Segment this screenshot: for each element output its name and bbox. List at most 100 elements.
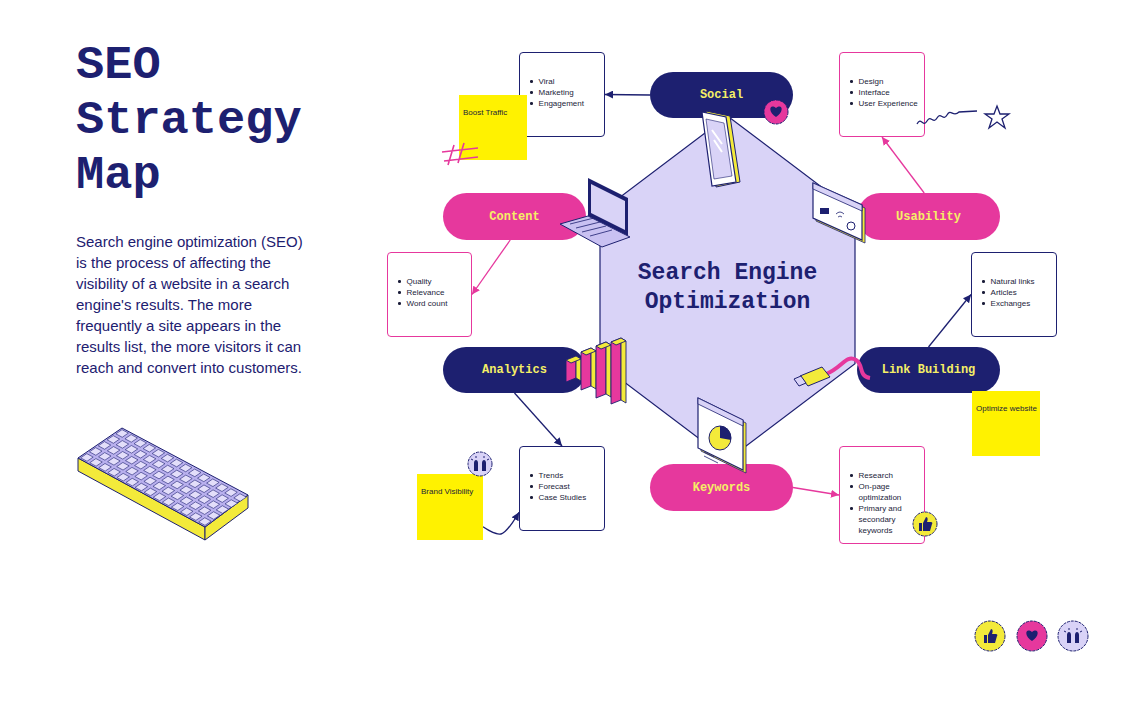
keyboard-illustration xyxy=(78,428,248,527)
bullet-row: User Experience xyxy=(849,98,919,109)
pill-label: Content xyxy=(489,210,539,224)
connector-arrow xyxy=(483,512,519,534)
bullet-row: Engagement xyxy=(529,98,599,109)
note-text: Optimize website xyxy=(976,404,1037,413)
keyboard-keys xyxy=(117,473,130,481)
bullet-text: Design xyxy=(859,76,884,87)
keyboard-keys xyxy=(144,477,157,485)
bullet-dot xyxy=(530,80,533,83)
connector-arrow xyxy=(472,240,510,295)
keyboard-keys xyxy=(207,501,220,509)
keyboard-keys xyxy=(116,430,129,438)
keyboard-keys xyxy=(143,444,156,452)
bullet-text: Marketing xyxy=(539,87,574,98)
hands-badge xyxy=(468,452,492,476)
bullet-row: Design xyxy=(849,76,919,87)
keyboard-keys xyxy=(162,476,175,484)
keyboard-keys xyxy=(198,474,211,482)
keyboard-keys xyxy=(216,484,229,492)
keyboard-keys xyxy=(153,482,166,490)
keyboard-keys xyxy=(162,498,175,506)
keyboard-keys xyxy=(162,465,175,473)
bar-chart-illustration xyxy=(591,348,596,389)
keyboard-keys xyxy=(171,503,184,511)
connector-arrow xyxy=(515,393,563,446)
bullet-text: Interface xyxy=(859,87,890,98)
keyboard-keys xyxy=(125,445,138,453)
keyboard-keys xyxy=(198,496,211,504)
hexagon-outline xyxy=(600,116,855,460)
keyboard-keys xyxy=(144,488,157,496)
bullet-text: Exchanges xyxy=(991,298,1031,309)
keyboard-keys xyxy=(180,508,193,516)
keyboard-keys xyxy=(171,492,184,500)
keyboard-keys xyxy=(153,471,166,479)
squiggle-star xyxy=(985,106,1009,128)
keyboard-keys xyxy=(81,430,247,526)
connector-arrow xyxy=(793,488,839,496)
bullet-row: Natural links xyxy=(981,276,1051,287)
keyboard-keys xyxy=(161,454,174,462)
sticky-note: Optimize website xyxy=(972,391,1040,456)
category-pill: Analytics xyxy=(443,347,586,393)
bullet-box: QualityRelevanceWord count xyxy=(387,252,472,337)
keyboard-illustration xyxy=(78,458,205,540)
reaction-icons xyxy=(1017,621,1047,651)
bullet-text: Primary and secondary keywords xyxy=(859,503,919,536)
keyboard-keys xyxy=(107,447,120,455)
keyboard-keys xyxy=(225,489,238,497)
category-pill: Social xyxy=(650,72,793,118)
bullet-box: ViralMarketingEngagement xyxy=(519,52,605,137)
reaction-icons xyxy=(1064,628,1082,643)
note-text: Boost Traffic xyxy=(463,108,507,117)
pill-label: Social xyxy=(700,88,743,102)
keyboard-keys xyxy=(207,490,220,498)
bullet-row: Case Studies xyxy=(529,492,599,503)
hexagon-shape xyxy=(600,116,855,460)
bullet-row: Marketing xyxy=(529,87,599,98)
bullet-dot xyxy=(530,485,533,488)
keyboard-keys xyxy=(99,463,112,471)
bullet-box: ResearchOn-page optimizationPrimary and … xyxy=(839,446,925,544)
keyboard-keys xyxy=(179,464,192,472)
bullet-dot xyxy=(530,91,533,94)
hands-badge xyxy=(468,452,492,476)
center-hexagon: Search Engine Optimization xyxy=(600,116,855,460)
reaction-icons xyxy=(1058,621,1088,651)
bullet-text: Engagement xyxy=(539,98,584,109)
keyboard-keys xyxy=(143,455,156,463)
hands-badge xyxy=(471,456,489,471)
keyboard-keys xyxy=(126,478,139,486)
keyboard-keys xyxy=(189,502,202,510)
reaction-icons xyxy=(1026,630,1037,641)
bullet-dot xyxy=(982,280,985,283)
squiggle-star xyxy=(917,111,977,124)
bullet-dot xyxy=(398,280,401,283)
connector-arrow xyxy=(882,137,924,193)
hexagon-title: Search Engine Optimization xyxy=(620,259,835,317)
bullet-dot xyxy=(530,496,533,499)
keyboard-keys xyxy=(198,485,211,493)
bullet-dot xyxy=(398,302,401,305)
bullet-dot xyxy=(850,91,853,94)
bullet-row: Word count xyxy=(397,298,466,309)
bullet-dot xyxy=(850,485,853,488)
sticky-note: Boost Traffic xyxy=(459,95,527,160)
bullet-text: Forecast xyxy=(539,481,570,492)
bullet-row: Trends xyxy=(529,470,599,481)
keyboard-keys xyxy=(207,479,220,487)
keyboard-keys xyxy=(108,468,121,476)
pill-label: Analytics xyxy=(482,363,547,377)
keyboard-keys xyxy=(216,506,229,514)
bullet-row: Exchanges xyxy=(981,298,1051,309)
bullet-box: Natural linksArticlesExchanges xyxy=(971,252,1057,337)
chart-card-illustration xyxy=(704,452,718,463)
keyboard-keys xyxy=(135,472,148,480)
pill-label: Usability xyxy=(896,210,961,224)
bullet-text: Research xyxy=(859,470,893,481)
bullet-dot xyxy=(982,302,985,305)
keyboard-keys xyxy=(162,487,175,495)
keyboard-keys xyxy=(171,481,184,489)
keyboard-keys xyxy=(125,435,138,443)
